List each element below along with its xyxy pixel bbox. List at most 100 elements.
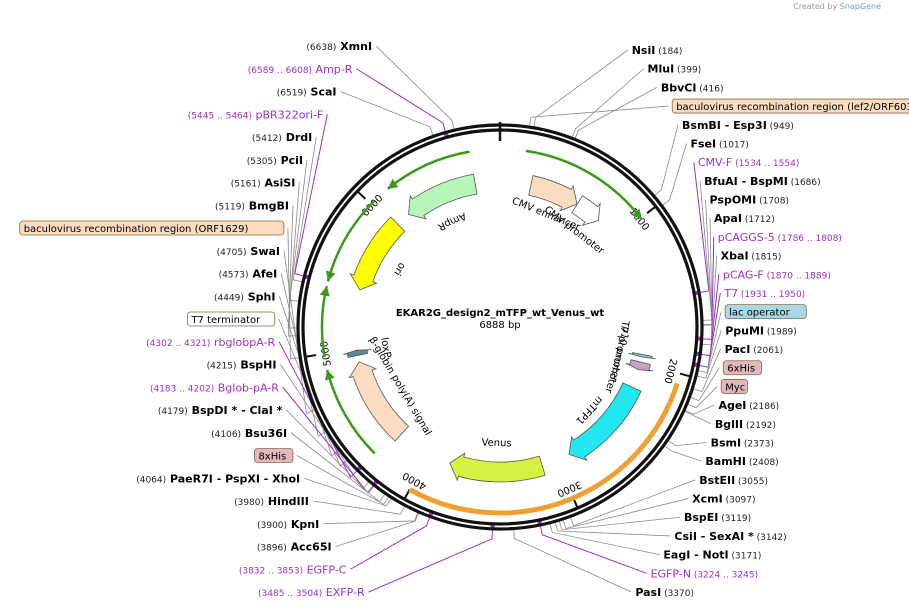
enzyme-label[interactable]: EagI - NotI (3171) [663, 549, 761, 562]
feature-loxp-arrow[interactable] [343, 349, 372, 358]
site-labels[interactable]: NsiI (184) MluI (399) BbvCI (416) baculovir… [19, 40, 909, 599]
label-leader [668, 440, 707, 447]
enzyme-label[interactable]: XbaI (1815) [721, 250, 782, 263]
orf-arc [408, 382, 680, 516]
enzyme-label[interactable]: (4064) PaeR7I - PspXI - XhoI [136, 472, 300, 485]
enzyme-label[interactable]: (4179) BspDI * - ClaI * [158, 404, 283, 417]
site-position: (3900) [257, 521, 287, 531]
enzyme-label[interactable]: (5119) BmgBI [215, 199, 289, 212]
enzyme-label[interactable]: BbvCI (416) [661, 81, 724, 94]
enzyme-name-alt: - SexAI * [697, 530, 754, 543]
enzyme-label[interactable]: (5305) PciI [247, 154, 303, 167]
feature-tag-label[interactable]: Myc [725, 382, 745, 393]
enzyme-label[interactable]: (6638) XmnI [306, 40, 372, 53]
enzyme-label[interactable]: AgeI (2186) [718, 399, 779, 412]
primer-label[interactable]: (5445 .. 5464) pBR322ori-F [188, 108, 324, 121]
feature-tag-label[interactable]: baculovirus recombination region (lef2/O… [676, 102, 909, 113]
feature-tag-text: T7 terminator [190, 315, 261, 326]
enzyme-name-alt: - XhoI [260, 472, 300, 485]
enzyme-label[interactable]: (5412) DrdI [252, 131, 312, 144]
site-position: (6589 .. 6608) [248, 66, 312, 76]
label-leader [287, 227, 300, 360]
orientation-arrowhead [631, 208, 642, 220]
enzyme-label[interactable]: BfuAI - BspMI (1686) [704, 175, 820, 188]
enzyme-label[interactable]: PacI (2061) [725, 343, 784, 356]
feature-cmv-enhancer-arrow[interactable] [528, 175, 578, 212]
primer-site-marker [696, 336, 701, 341]
tick-mark [646, 205, 657, 214]
feature--globin-poly-a-signal-arrow[interactable] [348, 361, 410, 442]
enzyme-label[interactable]: BsmI (2373) [711, 436, 774, 449]
label-leader [340, 91, 434, 136]
enzyme-label[interactable]: (5161) AsiSI [231, 177, 296, 190]
enzyme-name: XcmI [692, 493, 723, 506]
enzyme-label[interactable]: NsiI (184) [632, 44, 683, 57]
primer-label[interactable]: (4302 .. 4321) rbglobpA-R [146, 336, 275, 349]
enzyme-name: Bsu36I [241, 427, 287, 440]
enzyme-name: DrdI [282, 131, 312, 144]
enzyme-name: ApaI [714, 212, 742, 225]
feature-label: AmpR [436, 210, 468, 232]
primer-label[interactable]: pCAGGS-5 (1786 .. 1808) [718, 231, 842, 244]
primer-label[interactable]: (3485 .. 3504) EXFP-R [258, 586, 365, 599]
enzyme-label[interactable]: BsmBI - Esp3I (949) [682, 119, 794, 132]
enzyme-label[interactable]: FseI (1017) [691, 137, 749, 150]
enzyme-label[interactable]: BspEI (3119) [684, 511, 751, 524]
enzyme-label[interactable]: (4106) Bsu36I [211, 427, 287, 440]
label-leader [356, 68, 446, 132]
feature-tag-label[interactable]: 8xHis [258, 452, 286, 463]
label-leaders [278, 45, 722, 593]
label-leader [571, 68, 644, 138]
feature-p10-promoter-arrow[interactable] [625, 359, 653, 372]
site-position: (4179) [158, 407, 188, 417]
primer-label[interactable]: (3832 .. 3853) EGFP-C [239, 563, 347, 576]
feature-tag-label[interactable]: baculovirus recombination region (ORF162… [24, 224, 249, 235]
feature-tag-label[interactable]: 6xHis [727, 364, 755, 375]
feature-ampr-arrow[interactable] [408, 173, 478, 220]
feature-cmv-promoter-arrow[interactable] [571, 195, 601, 227]
enzyme-label[interactable]: (6519) ScaI [277, 86, 337, 99]
enzyme-label[interactable]: PpuMI (1989) [725, 324, 797, 337]
feature-t7-promoter-arrow[interactable] [628, 352, 656, 360]
enzyme-name: PciI [277, 154, 303, 167]
enzyme-label[interactable]: CsiI - SexAI * (3142) [674, 530, 786, 543]
enzyme-label[interactable]: PspOMI (1708) [710, 194, 789, 207]
primer-name: rbglobpA-R [210, 336, 275, 349]
primer-label[interactable]: (6589 .. 6608) Amp-R [248, 63, 353, 76]
primer-site-marker [429, 511, 434, 516]
feature-mtfp1-arrow[interactable] [568, 382, 642, 461]
primer-label[interactable]: T7 (1931 .. 1950) [723, 287, 805, 300]
label-leader [554, 522, 671, 537]
enzyme-label[interactable]: XcmI (3097) [692, 493, 755, 506]
feature-venus-arrow[interactable] [449, 452, 546, 483]
enzyme-name: MluI [648, 63, 675, 76]
enzyme-label[interactable]: (4705) SwaI [217, 245, 280, 258]
feature-tag-label[interactable]: lac operator [729, 308, 790, 319]
primer-label[interactable]: CMV-F (1534 .. 1554) [698, 156, 800, 169]
enzyme-label[interactable]: (3980) HindIII [234, 495, 309, 508]
feature-tag-label[interactable]: T7 terminator [190, 315, 261, 326]
enzyme-label[interactable]: ApaI (1712) [714, 212, 775, 225]
primer-label[interactable]: pCAG-F (1870 .. 1889) [723, 268, 831, 281]
site-position: (3370) [661, 589, 694, 599]
site-position: (1870 .. 1889) [764, 271, 831, 281]
primer-label[interactable]: (4183 .. 4202) Bglob-pA-R [150, 381, 279, 394]
site-position: (4183 .. 4202) [150, 384, 214, 394]
enzyme-label[interactable]: (3900) KpnI [257, 518, 319, 531]
enzyme-label[interactable]: BstEII (3055) [699, 474, 768, 487]
orientation-arrowhead [319, 286, 330, 297]
enzyme-label[interactable]: (4215) BspHI [207, 359, 277, 372]
enzyme-label[interactable]: BglII (2192) [715, 418, 776, 431]
feature-ori-arrow[interactable] [349, 216, 406, 291]
enzyme-label[interactable]: BamHI (2408) [705, 455, 778, 468]
primer-label[interactable]: EGFP-N (3224 .. 3245) [651, 567, 759, 580]
label-leader [570, 479, 696, 527]
enzyme-label[interactable]: (4449) SphI [214, 290, 276, 303]
enzyme-label[interactable]: (3896) Acc65I [257, 541, 332, 554]
enzyme-name: SphI [244, 290, 276, 303]
enzyme-label[interactable]: PasI (3370) [635, 586, 694, 599]
enzyme-label[interactable]: MluI (399) [648, 63, 702, 76]
enzyme-label[interactable]: (4573) AfeI [219, 268, 278, 281]
